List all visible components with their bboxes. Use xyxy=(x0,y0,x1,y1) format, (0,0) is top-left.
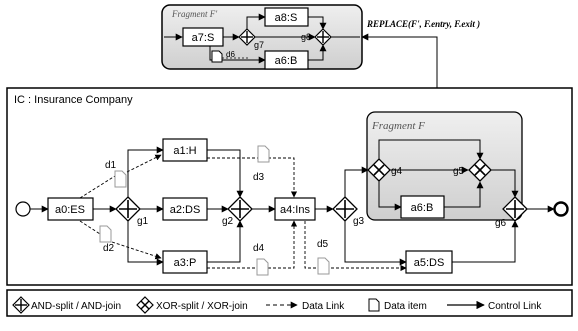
legend-data-item-label: Data item xyxy=(384,301,427,312)
data-item-d4-label: d4 xyxy=(253,243,265,254)
process-title: IC : Insurance Company xyxy=(14,94,133,106)
gateway-g2-label: g2 xyxy=(222,216,234,227)
task-a2: a2:DS xyxy=(162,197,208,221)
task-a4-label: a4:Ins xyxy=(280,204,310,216)
task-a6-label: a6:B xyxy=(411,202,434,214)
gateway-g3-label: g3 xyxy=(353,216,365,227)
data-item-d2 xyxy=(99,225,112,243)
task-a8-label: a8:S xyxy=(275,12,298,24)
fragment-f-title: Fragment F xyxy=(371,120,425,132)
data-item-d6 xyxy=(211,50,248,63)
end-event xyxy=(553,201,569,217)
data-links xyxy=(79,154,407,272)
gateway-g4-label: g4 xyxy=(391,166,403,177)
fragment-f-prime-title: Fragment F' xyxy=(171,9,218,19)
legend-xor-gateway-icon xyxy=(136,296,154,314)
gateway-g8-label: g8 xyxy=(301,32,311,42)
start-event xyxy=(15,201,31,217)
gateway-g3 xyxy=(332,196,358,222)
gateway-g1-label: g1 xyxy=(137,216,149,227)
gateway-g2 xyxy=(227,196,253,222)
task-a8 xyxy=(264,7,309,27)
data-item-d5 xyxy=(317,257,330,275)
legend-control-link-label: Control Link xyxy=(488,301,542,312)
gateway-g7-label: g7 xyxy=(254,40,264,50)
task-a5-label: a5:DS xyxy=(414,257,445,269)
legend: AND-split / AND-join XOR-split / XOR-joi… xyxy=(6,289,573,317)
fragment-f: Fragment F xyxy=(366,111,523,221)
gateway-g8 xyxy=(314,28,332,46)
data-item-d4 xyxy=(256,258,269,276)
legend-and-gateway-icon xyxy=(12,296,30,314)
legend-data-link-label: Data Link xyxy=(302,301,345,312)
task-a3: a3:P xyxy=(162,250,208,274)
data-item-d6-label: d6 xyxy=(226,50,235,59)
task-a7 xyxy=(182,27,224,47)
gateway-g1 xyxy=(115,196,141,222)
data-item-d5-label: d5 xyxy=(317,239,329,250)
legend-and-gateway-label: AND-split / AND-join xyxy=(31,301,121,312)
task-a1: a1:H xyxy=(162,138,208,162)
legend-xor-gateway-label: XOR-split / XOR-join xyxy=(156,301,248,312)
data-item-d1-label: d1 xyxy=(105,160,117,171)
data-item-d3 xyxy=(257,145,270,163)
task-a2-label: a2:DS xyxy=(170,204,201,216)
data-item-d2-label: d2 xyxy=(103,243,115,254)
task-a6: a6:B xyxy=(400,195,445,219)
task-a1-label: a1:H xyxy=(173,145,196,157)
data-item-d1 xyxy=(114,170,127,188)
fragment-f-prime: Fragment F' a7:S a8:S a6:B g7 xyxy=(161,4,363,70)
task-a6-top-label: a6:B xyxy=(275,55,298,67)
gateway-g5 xyxy=(468,158,492,182)
gateway-g6-label: g6 xyxy=(495,218,507,229)
task-a4: a4:Ins xyxy=(274,197,316,221)
gateway-g6 xyxy=(502,196,528,222)
gateway-g4 xyxy=(367,158,391,182)
task-a0-label: a0:ES xyxy=(55,204,85,216)
gateway-g7 xyxy=(238,28,256,46)
replace-connector xyxy=(361,33,438,112)
replace-label: REPLACE(F', F.entry, F.exit ) xyxy=(366,19,480,29)
task-a5: a5:DS xyxy=(405,250,453,274)
task-a3-label: a3:P xyxy=(174,257,197,269)
control-flows xyxy=(30,139,555,266)
task-a6-top xyxy=(264,50,309,70)
task-a7-label: a7:S xyxy=(192,32,215,44)
data-item-d3-label: d3 xyxy=(253,172,265,183)
gateway-g5-label: g5 xyxy=(453,166,465,177)
task-a0: a0:ES xyxy=(47,197,94,221)
legend-data-item-icon xyxy=(368,298,380,312)
